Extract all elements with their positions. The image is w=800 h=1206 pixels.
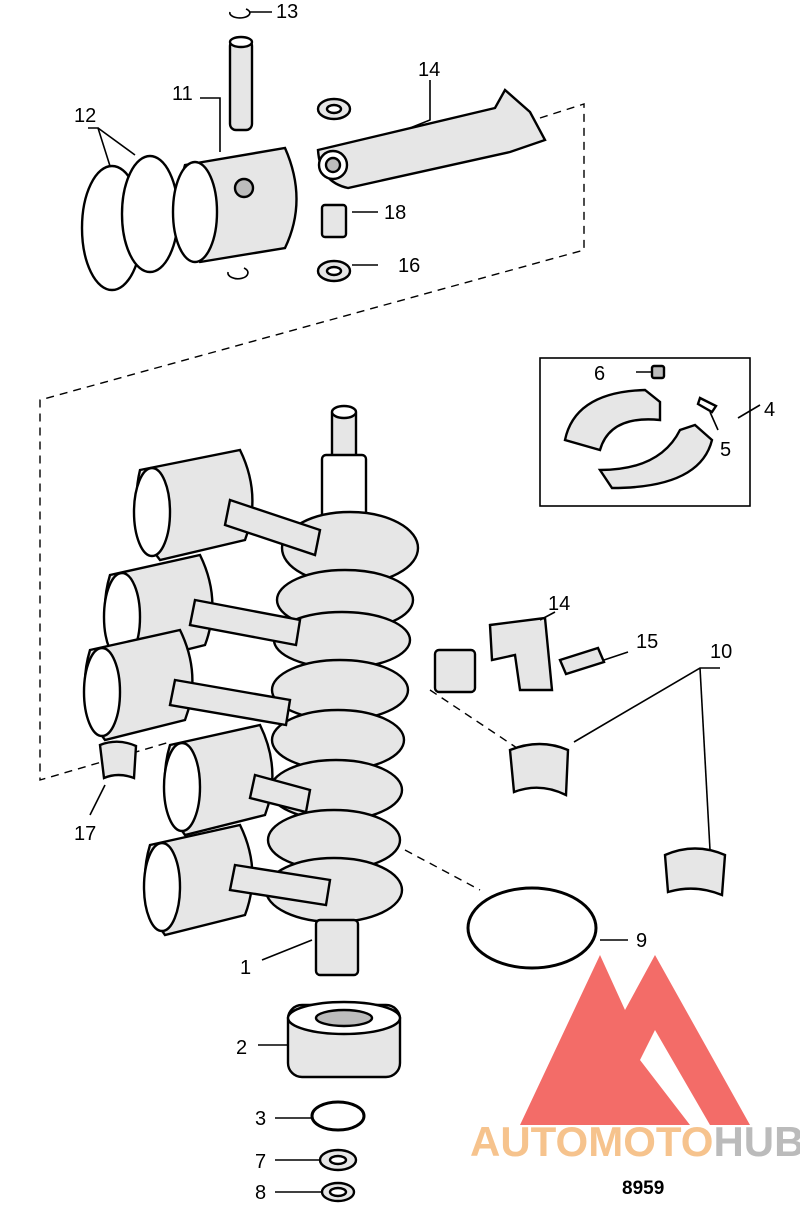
callout-7: 7 bbox=[255, 1151, 266, 1173]
callout-8: 8 bbox=[255, 1182, 266, 1204]
callout-12: 12 bbox=[74, 105, 96, 127]
washer-8-hole bbox=[328, 1186, 348, 1198]
callout-15: 15 bbox=[636, 631, 658, 653]
callout-17: 17 bbox=[74, 823, 96, 845]
callout-14-right: 14 bbox=[548, 593, 570, 615]
bearing-race-half-top bbox=[563, 388, 662, 452]
ball-bearing bbox=[286, 1000, 402, 1079]
callout-5: 5 bbox=[720, 439, 731, 461]
watermark-hub: HUB bbox=[713, 1118, 800, 1165]
watermark-auto: AUTO bbox=[470, 1118, 588, 1165]
callout-9: 9 bbox=[636, 930, 647, 952]
washer-7-hole bbox=[328, 1154, 348, 1166]
rod-bolt bbox=[558, 646, 606, 676]
callout-16: 16 bbox=[398, 255, 420, 277]
callout-3: 3 bbox=[255, 1108, 266, 1130]
callout-14-top: 14 bbox=[418, 59, 440, 81]
connecting-rod-top bbox=[316, 88, 547, 190]
thrust-washer-bottom-hole bbox=[325, 265, 343, 277]
retaining-clip-top bbox=[229, 8, 251, 19]
callout-4: 4 bbox=[764, 399, 775, 421]
rod-small-end-bore bbox=[324, 156, 342, 174]
piston-ring-rear bbox=[120, 154, 180, 274]
leader-lines bbox=[88, 11, 761, 1193]
needle-bearing bbox=[320, 203, 348, 239]
piston-cylinder-4 bbox=[162, 723, 312, 837]
piston-crown bbox=[171, 160, 219, 264]
bearing-race-half-bottom bbox=[597, 423, 714, 490]
callout-2: 2 bbox=[236, 1037, 247, 1059]
callout-18: 18 bbox=[384, 202, 406, 224]
watermark-inner-mark-icon bbox=[570, 1060, 630, 1125]
main-bearing-half-lower bbox=[663, 847, 727, 897]
piston-pin-end bbox=[228, 35, 254, 49]
piston-pin-hole bbox=[233, 177, 255, 199]
main-bearing-half-upper bbox=[508, 742, 570, 797]
bearing-alignment-dash bbox=[429, 689, 521, 751]
piston-cylinder-1 bbox=[132, 448, 322, 562]
callout-1: 1 bbox=[240, 957, 251, 979]
piston-cylinder-5 bbox=[142, 823, 332, 937]
bearing-race-inset bbox=[539, 357, 751, 507]
crankshaft-top-cap bbox=[330, 404, 358, 420]
seal-ring bbox=[466, 886, 598, 970]
callout-13: 13 bbox=[276, 1, 298, 23]
crankshaft-assembly bbox=[82, 404, 420, 977]
watermark-moto: MOTO bbox=[588, 1118, 713, 1165]
retaining-ring bbox=[310, 1100, 366, 1132]
diagram-reference-number: 8959 bbox=[622, 1178, 664, 1199]
piston-cylinder-3 bbox=[82, 628, 292, 742]
seal-ring-alignment-dash bbox=[404, 849, 481, 891]
dowel-pin bbox=[650, 364, 666, 380]
rod-bearing-half bbox=[433, 648, 477, 694]
retaining-clip-bottom bbox=[227, 267, 249, 280]
screw bbox=[696, 396, 718, 414]
piston-cylinder-2 bbox=[102, 553, 302, 667]
thrust-washer-top-hole bbox=[325, 103, 343, 115]
watermark-triangle-icon bbox=[520, 955, 750, 1125]
callout-11: 11 bbox=[172, 83, 193, 105]
callout-6: 6 bbox=[594, 363, 605, 385]
crankshaft-lower-end bbox=[314, 918, 360, 977]
watermark-text: AUTOMOTOHUB bbox=[470, 1118, 800, 1165]
watermark-logo bbox=[520, 955, 750, 1125]
rod-cap-group bbox=[433, 616, 606, 694]
needle-bearing-cage-left bbox=[98, 740, 138, 780]
callout-10: 10 bbox=[710, 641, 732, 663]
piston-pin bbox=[228, 38, 254, 132]
rod-cap bbox=[488, 616, 554, 692]
piston-assembly-exploded bbox=[80, 8, 547, 292]
